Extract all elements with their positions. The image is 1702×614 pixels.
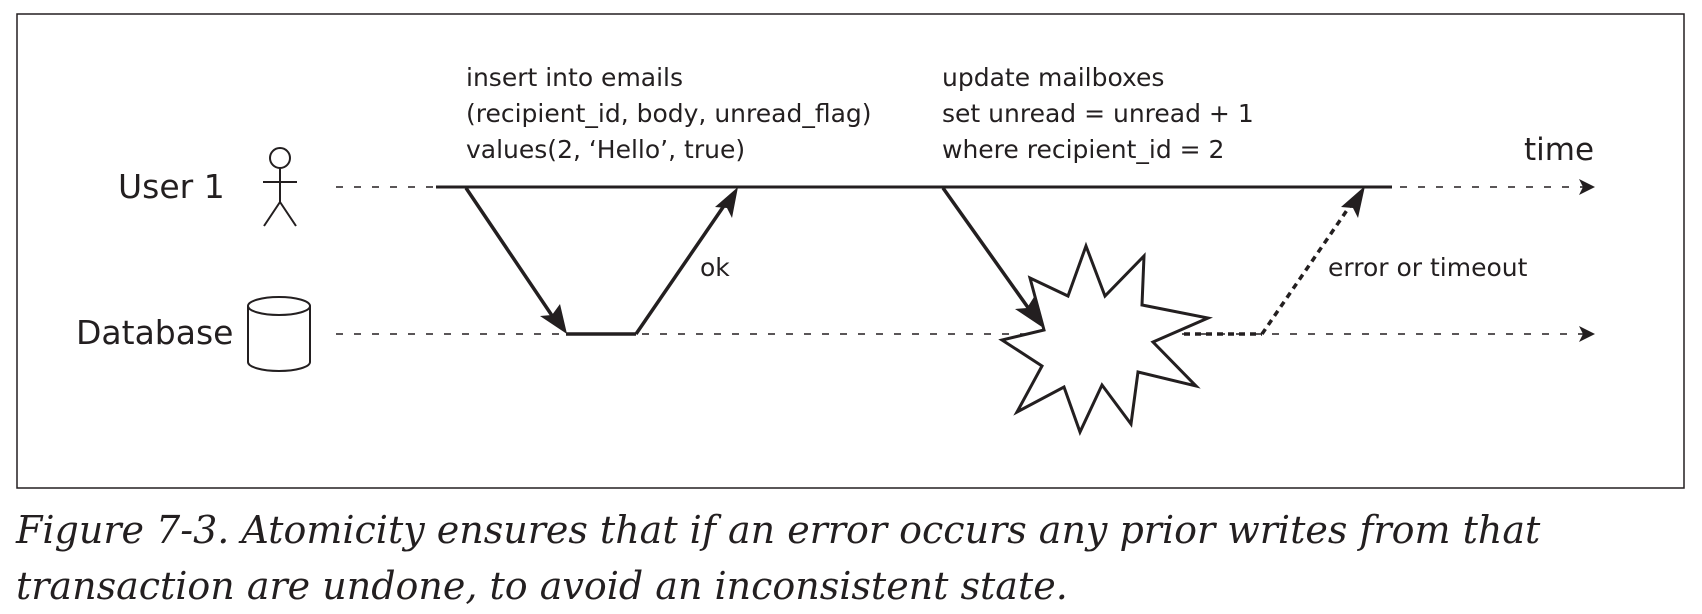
lane-label-user: User 1 <box>118 167 225 206</box>
update-statement-line-1: update mailboxes <box>942 63 1164 92</box>
explosion-starburst-icon <box>998 241 1213 436</box>
insert-statement-line-1: insert into emails <box>466 63 683 92</box>
update-request-arrow <box>941 186 1036 318</box>
insert-statement-line-3: values(2, ‘Hello’, true) <box>466 135 745 164</box>
error-response-arrowhead <box>1341 186 1365 218</box>
insert-request-arrow <box>464 187 561 327</box>
insert-request-arrowhead <box>540 304 567 334</box>
figure-caption: Figure 7-3. Atomicity ensures that if an… <box>16 508 1541 608</box>
lane-label-database: Database <box>76 313 233 352</box>
stick-figure-icon <box>263 147 297 227</box>
update-statement-line-2: set unread = unread + 1 <box>942 99 1254 128</box>
error-or-timeout-label: error or timeout <box>1328 253 1528 282</box>
time-label: time <box>1524 132 1594 168</box>
ok-label: ok <box>700 253 730 282</box>
ok-response-arrow <box>634 196 732 335</box>
insert-statement-line-2: (recipient_id, body, unread_flag) <box>466 99 872 128</box>
database-cylinder-icon <box>247 296 311 372</box>
update-request-arrowhead <box>1015 297 1042 327</box>
figure-border <box>16 13 1685 489</box>
ok-response-arrowhead <box>715 187 738 218</box>
update-statement-line-3: where recipient_id = 2 <box>942 135 1224 164</box>
user-timeline-arrowhead <box>1579 179 1595 195</box>
figure-frame: User 1 Database <box>16 13 1685 489</box>
error-response-arrow <box>1260 199 1356 335</box>
database-timeline-arrowhead <box>1579 326 1595 342</box>
